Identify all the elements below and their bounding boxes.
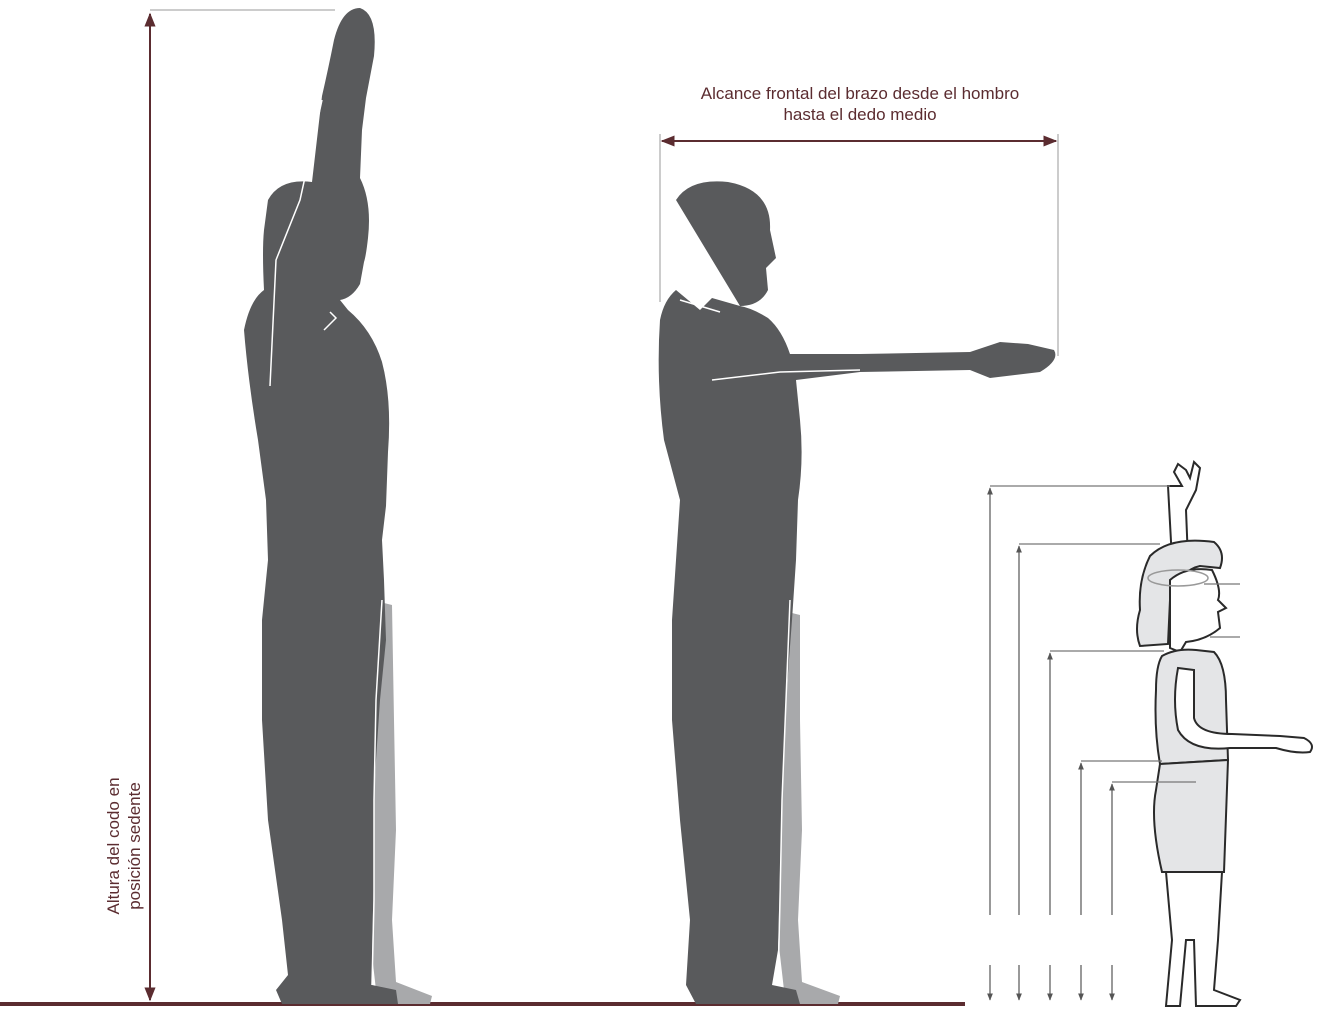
body-silhouette-2 <box>659 181 1056 1004</box>
man-arm-forward <box>659 134 1058 1004</box>
vertical-label-line1: Altura del codo en <box>104 777 123 914</box>
child-legs <box>1166 872 1240 1006</box>
reach-label-line1: Alcance frontal del brazo desde el hombr… <box>701 84 1019 103</box>
child-standing <box>990 462 1312 1006</box>
reach-label-line2: hasta el dedo medio <box>783 105 936 124</box>
vertical-label-line2: posición sedente <box>125 782 144 910</box>
man-arm-raised <box>150 8 432 1004</box>
child-shorts <box>1154 760 1228 872</box>
child-face <box>1170 569 1226 652</box>
